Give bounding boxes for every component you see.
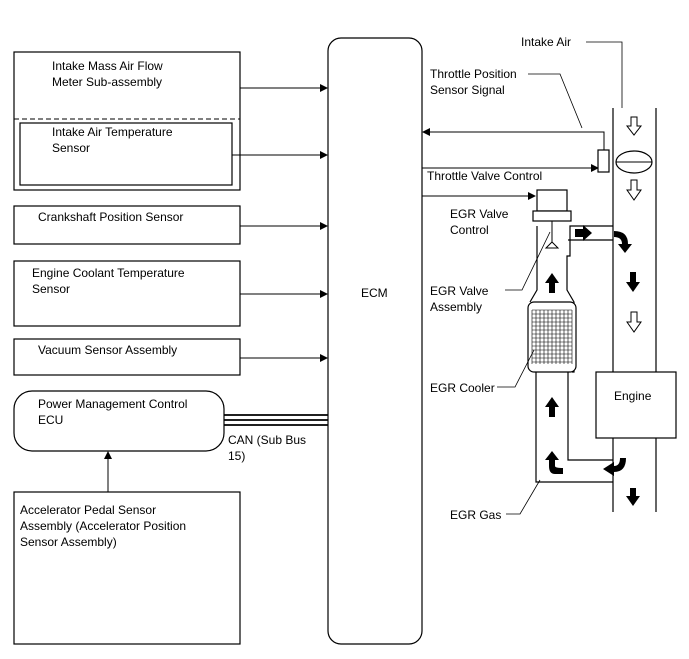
egr-gas-arrow-up-2 xyxy=(545,397,559,417)
egr-valve-actuator xyxy=(536,189,568,212)
egr-gas-arrow-turn-down xyxy=(614,231,632,253)
egr-valve-assembly-label: EGR Valve Assembly xyxy=(430,284,489,314)
egr-gas-arrow-right xyxy=(575,225,592,241)
engine-box xyxy=(595,371,677,439)
ecm-box xyxy=(327,37,423,645)
throttle-sensor xyxy=(597,149,610,173)
intake-air-arrow-2 xyxy=(626,179,642,201)
engine-label: Engine xyxy=(614,389,652,403)
power-mgmt-ecu-box xyxy=(13,390,225,452)
leader-intake-air xyxy=(586,41,623,108)
intake-air-temp-box xyxy=(19,122,233,186)
egr-gas-arrow-turn-left xyxy=(603,458,626,476)
leader-egr-valve-assembly xyxy=(505,231,551,291)
leader-egr-cooler xyxy=(497,349,535,388)
intake-air-label: Intake Air xyxy=(521,35,572,49)
egr-gas-label: EGR Gas xyxy=(450,508,502,522)
egr-gas-arrow-turn-up xyxy=(545,451,563,474)
accel-pedal-label: Accelerator Pedal Sensor Assembly (Accel… xyxy=(20,503,187,549)
leader-throttle-signal xyxy=(528,73,583,129)
egr-gas-arrow-up-1 xyxy=(545,273,559,293)
throttle-signal-line xyxy=(422,128,605,150)
leader-egr-gas xyxy=(506,479,541,515)
egr-valve-poppet xyxy=(544,241,560,249)
can-bus-label: CAN (Sub Bus 15) xyxy=(228,433,307,463)
intake-air-arrow-1 xyxy=(625,116,643,136)
egr-valve-control-label: EGR Valve Control xyxy=(450,207,509,237)
throttle-signal-label: Throttle Position Sensor Signal xyxy=(430,67,517,97)
egr-passage-lower-left xyxy=(535,372,613,483)
egr-passage-left-upper xyxy=(529,226,538,303)
coolant-temp-label: Engine Coolant Temperature Sensor xyxy=(32,266,185,296)
mass-air-flow-label: Intake Mass Air Flow Meter Sub-assembly xyxy=(52,59,163,89)
vacuum-label: Vacuum Sensor Assembly xyxy=(38,343,178,357)
crankshaft-label: Crankshaft Position Sensor xyxy=(38,210,184,224)
mass-air-flow-box xyxy=(13,51,241,191)
accel-pedal-sensor-box xyxy=(13,491,241,645)
intake-air-temp-label: Intake Air Temperature Sensor xyxy=(52,125,173,155)
egr-gas-arrow-down-2 xyxy=(626,488,640,506)
power-mgmt-label: Power Management Control ECU xyxy=(38,397,188,427)
ecm-label: ECM xyxy=(361,286,388,300)
egr-cooler-label: EGR Cooler xyxy=(430,381,495,395)
crankshaft-sensor-box xyxy=(13,205,241,245)
egr-gas-arrow-down-1 xyxy=(626,272,640,292)
egr-cooler-grid xyxy=(531,309,573,364)
egr-passage-lower-right xyxy=(567,372,613,461)
intake-air-arrow-3 xyxy=(626,311,642,333)
vacuum-sensor-box xyxy=(13,338,241,376)
egr-valve-flange xyxy=(532,210,572,222)
throttle-control-label: Throttle Valve Control xyxy=(427,169,543,183)
